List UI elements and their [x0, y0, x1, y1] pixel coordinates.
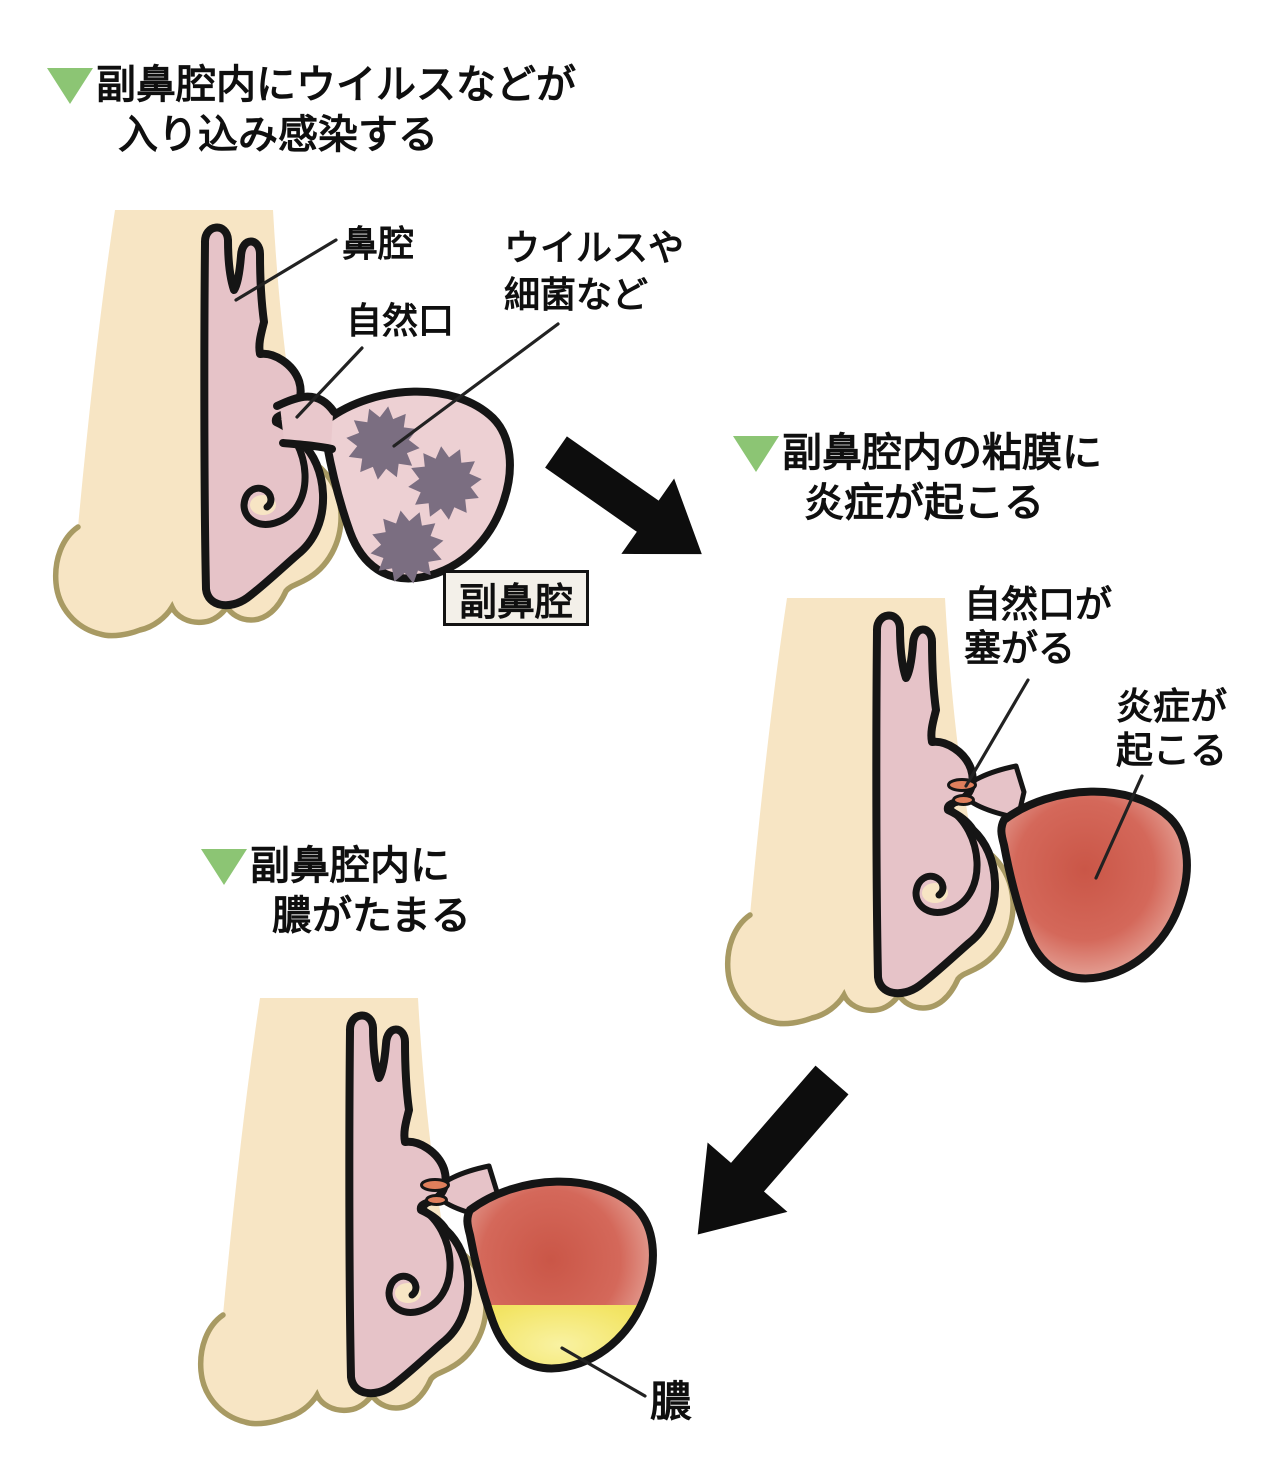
blocked-ostium-label-line1: 自然口が	[964, 584, 1112, 625]
inflammation-label: 炎症が 起こる	[1116, 685, 1227, 773]
stage1-nose-illustration	[56, 210, 510, 636]
blocked-ostium-label: 自然口が 塞がる	[964, 583, 1112, 671]
inflammation-leader-line	[1094, 774, 1144, 880]
stage2-title-line2: 炎症が起こる	[804, 481, 1044, 525]
blocked-ostium-label-line2: 塞がる	[964, 628, 1075, 669]
nose-skin	[200, 998, 487, 1424]
stage3-title-line2: 膿がたまる	[272, 894, 471, 938]
leader-lines	[234, 238, 1144, 1398]
virus-label-line2: 細菌など	[504, 274, 649, 315]
open-ostium-channel	[273, 392, 338, 453]
stage1-heading: 副鼻腔内にウイルスなどが 入り込み感染する	[47, 60, 576, 160]
arrow-stage2-to-stage3-icon	[657, 1045, 872, 1270]
stage2-nose-illustration	[728, 598, 1187, 1024]
inflammation-label-line1: 炎症が	[1116, 686, 1227, 727]
arrow-stage1-to-stage2-icon	[529, 414, 729, 592]
green-triangle-icon	[47, 68, 93, 104]
ostium-leader-line	[295, 346, 364, 419]
stage1-title-line1: 副鼻腔内にウイルスなどが	[96, 63, 576, 107]
pus-leader-line	[560, 1346, 647, 1398]
nasal-cavity-leader-line	[234, 238, 338, 302]
green-triangle-icon	[201, 849, 247, 885]
pus-label: 膿	[650, 1378, 693, 1425]
stage3-title-line1: 副鼻腔内に	[250, 844, 450, 888]
virus-label-line1: ウイルスや	[504, 227, 685, 268]
inflamed-sinus-shape	[1001, 792, 1187, 979]
paranasal-sinus-box-label: 副鼻腔	[443, 570, 589, 626]
ostium-label: 自然口	[346, 300, 455, 341]
inflammation-label-line2: 起こる	[1116, 730, 1227, 771]
stage3-heading: 副鼻腔内に 膿がたまる	[201, 841, 471, 941]
stage3-nose-illustration	[201, 998, 663, 1424]
nasal-cavity-label: 鼻腔	[342, 223, 415, 264]
green-triangle-icon	[733, 436, 779, 472]
stage2-heading: 副鼻腔内の粘膜に 炎症が起こる	[733, 428, 1102, 528]
stage2-title-line1: 副鼻腔内の粘膜に	[782, 431, 1102, 475]
stage1-title-line2: 入り込み感染する	[118, 113, 438, 157]
blocked-ostium-leader-line	[964, 678, 1030, 788]
virus-label: ウイルスや 細菌など	[504, 224, 684, 318]
virus-leader-line	[392, 322, 560, 448]
